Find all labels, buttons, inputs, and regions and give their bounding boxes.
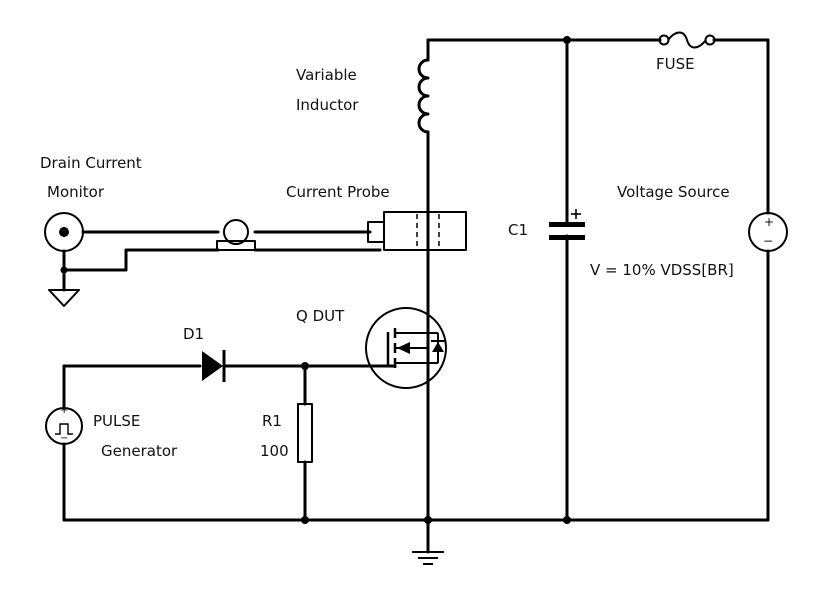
label-monitor: Monitor <box>47 183 105 201</box>
pulse-generator-minus: − <box>60 433 69 444</box>
fuse-symbol <box>658 31 716 49</box>
capacitor-c1-symbol <box>549 209 585 240</box>
bnc-connector-pin <box>59 227 69 237</box>
drain-current-monitor-symbol <box>44 212 220 307</box>
label-generator: Generator <box>101 442 178 460</box>
label-inductor: Inductor <box>296 96 359 114</box>
label-voltage-value: V = 10% VDSS[BR] <box>590 261 734 279</box>
junction-gate <box>301 362 309 370</box>
cable-connector-body <box>216 240 256 251</box>
voltage-source-minus: − <box>763 234 774 248</box>
label-r1-value: 100 <box>260 442 289 460</box>
resistor-r1-symbol <box>297 403 313 463</box>
cap-plate-bottom <box>549 235 585 240</box>
mosfet-arrow <box>397 342 410 354</box>
junction-top <box>563 36 571 44</box>
mosfet-diode-triangle <box>432 342 444 352</box>
cap-plate-top <box>549 222 585 227</box>
ground-symbol <box>412 551 444 565</box>
wires <box>62 38 770 554</box>
junctions <box>301 36 571 524</box>
label-c1: C1 <box>508 221 529 239</box>
pulse-generator-circle <box>45 407 83 445</box>
label-r1: R1 <box>262 412 282 430</box>
pulse-generator-plus: + <box>60 405 69 416</box>
label-variable: Variable <box>296 66 357 84</box>
label-voltage-source: Voltage Source <box>617 183 730 201</box>
voltage-source-circle <box>748 212 788 252</box>
junction-center-bottom <box>424 516 432 524</box>
probe-body <box>383 211 467 251</box>
diode-triangle <box>202 351 223 381</box>
junction-r1-bottom <box>301 516 309 524</box>
mosfet-q-dut-symbol <box>365 306 447 390</box>
label-q-dut: Q DUT <box>296 307 345 325</box>
mosfet-circle <box>365 307 447 389</box>
monitor-ground-symbol <box>48 289 80 307</box>
voltage-source-symbol <box>748 212 788 252</box>
pulse-generator-symbol <box>45 407 83 445</box>
pulse-waveform-icon <box>55 423 73 435</box>
inductor-coil <box>417 58 430 134</box>
label-current-probe: Current Probe <box>286 183 390 201</box>
voltage-source-plus: + <box>764 215 775 229</box>
junction-cap-bottom <box>563 516 571 524</box>
fuse-element <box>667 31 707 49</box>
label-pulse: PULSE <box>93 412 141 430</box>
label-drain-current: Drain Current <box>40 154 142 172</box>
cable-connector-ring <box>223 219 249 245</box>
cable-connector-symbol <box>216 219 382 252</box>
probe-cable-shield <box>62 248 220 272</box>
current-probe-symbol <box>367 210 467 252</box>
label-d1: D1 <box>183 325 205 343</box>
diode-d1-symbol <box>202 350 226 382</box>
label-fuse: FUSE <box>656 55 695 73</box>
